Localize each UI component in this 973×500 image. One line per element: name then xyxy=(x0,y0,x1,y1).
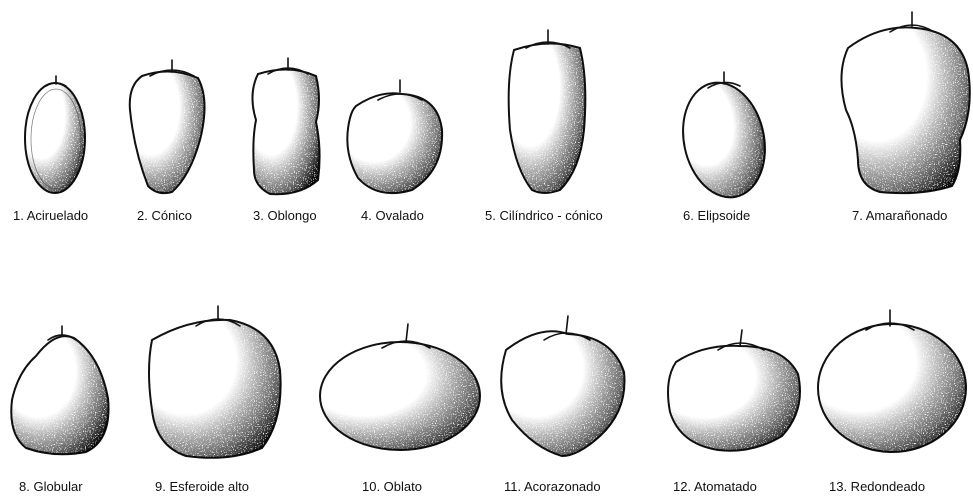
fruit-shape-6-elipsoide xyxy=(673,72,775,205)
caption-4-ovalado: 4. Ovalado xyxy=(361,208,424,224)
caption-6-elipsoide: 6. Elipsoide xyxy=(683,208,750,224)
fruit-shape-13-redondeado xyxy=(818,310,966,452)
caption-10-oblato: 10. Oblato xyxy=(362,479,422,495)
caption-3-oblongo: 3. Oblongo xyxy=(253,208,317,224)
caption-2-conico: 2. Cónico xyxy=(137,208,192,224)
fruit-shape-3-oblongo xyxy=(252,58,319,194)
caption-9-esferoide-alto: 9. Esferoide alto xyxy=(155,479,249,495)
caption-13-redondeado: 13. Redondeado xyxy=(829,479,925,495)
fruit-shape-4-ovalado xyxy=(347,80,442,193)
fruit-shape-11-acorazonado xyxy=(501,316,624,456)
fruit-shape-10-oblato xyxy=(320,324,480,450)
fruit-shape-12-atomatado xyxy=(668,330,800,451)
caption-7-amaranonado: 7. Amarañonado xyxy=(852,208,947,224)
caption-8-globular: 8. Globular xyxy=(19,479,83,495)
fruit-shape-1-aciruelado xyxy=(25,76,85,193)
fruit-shape-9-esferoide-alto xyxy=(149,306,281,458)
caption-11-acorazonado: 11. Acorazonado xyxy=(504,479,601,495)
fruit-shape-8-globular xyxy=(11,326,108,454)
fruit-shape-7-amaranonado xyxy=(841,12,969,193)
fruit-shape-2-conico xyxy=(130,60,205,193)
caption-12-atomatado: 12. Atomatado xyxy=(673,479,757,495)
caption-5-cilindrico-conico: 5. Cilíndrico - cónico xyxy=(485,208,603,224)
caption-1-aciruelado: 1. Aciruelado xyxy=(13,208,88,224)
fruit-shape-5-cilindrico-conico xyxy=(509,30,586,193)
